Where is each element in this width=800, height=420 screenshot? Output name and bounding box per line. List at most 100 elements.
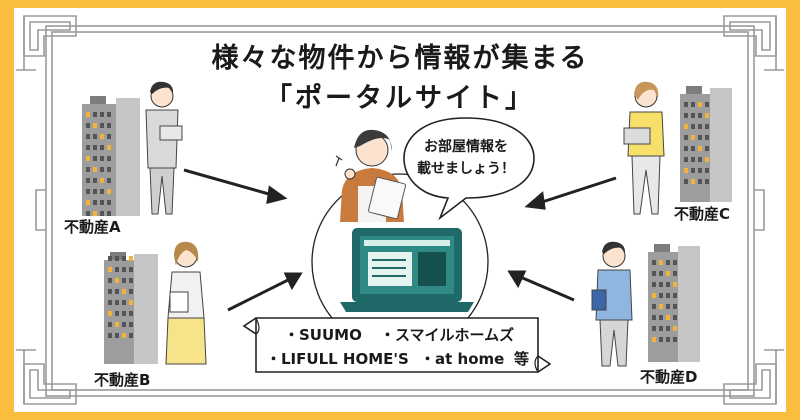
building-window: [652, 271, 656, 276]
building-window: [684, 102, 688, 107]
building-window: [122, 300, 126, 305]
portal-site-lifull: ・LIFULL HOME'S: [266, 350, 409, 368]
building-window: [698, 157, 702, 162]
building-window: [691, 146, 695, 151]
corner-ornament-tr: [723, 15, 784, 71]
side-ornament-right: [754, 189, 765, 231]
speech-bubble-line-1: お部屋情報を: [424, 139, 508, 155]
agent-woman-illustration: [335, 129, 406, 222]
owner-b-woman-illustration: [165, 241, 207, 365]
building-window: [684, 135, 688, 140]
building-window: [666, 271, 670, 276]
building-window: [93, 200, 97, 205]
building-window: [86, 112, 90, 117]
building-window: [705, 102, 709, 107]
building-window: [100, 123, 104, 128]
building-window: [108, 256, 112, 261]
building-window: [108, 300, 112, 305]
building-window: [122, 333, 126, 338]
building-window: [691, 168, 695, 173]
building-window: [684, 168, 688, 173]
owner-d-man-illustration: [591, 241, 633, 367]
building-window: [100, 167, 104, 172]
building-window: [100, 200, 104, 205]
building-window: [652, 337, 656, 342]
building-window: [673, 304, 677, 309]
building-window: [698, 179, 702, 184]
building-window: [652, 326, 656, 331]
building-window: [100, 145, 104, 150]
building-window: [691, 135, 695, 140]
building-window: [93, 211, 97, 216]
building-window: [122, 278, 126, 283]
building-window: [115, 278, 119, 283]
building-window: [93, 156, 97, 161]
building-window: [100, 189, 104, 194]
building-window: [86, 123, 90, 128]
building-window: [107, 211, 111, 216]
laptop-icon: [340, 228, 474, 312]
building-window: [107, 156, 111, 161]
building-window: [122, 322, 126, 327]
building-window: [652, 260, 656, 265]
building-window: [122, 289, 126, 294]
owner-c-woman-illustration: [623, 81, 665, 215]
building-window: [659, 304, 663, 309]
owner-label-b: 不動産B: [94, 371, 151, 389]
owner-a-man-illustration: [145, 81, 183, 215]
building-window: [652, 282, 656, 287]
building-window: [698, 168, 702, 173]
building-window: [100, 134, 104, 139]
building-window: [666, 260, 670, 265]
building-window: [666, 282, 670, 287]
portal-site-etc: 等: [514, 350, 530, 368]
building-window: [107, 178, 111, 183]
portal-site-suumo: ・SUUMO: [284, 326, 362, 344]
building-windows: [86, 102, 709, 342]
building-window: [108, 278, 112, 283]
lattice-frame: [16, 15, 784, 405]
building-window: [86, 134, 90, 139]
building-window: [705, 113, 709, 118]
building-window: [115, 322, 119, 327]
building-window: [129, 311, 133, 316]
corner-ornament-br: [723, 349, 784, 405]
building-window: [698, 124, 702, 129]
building-window: [86, 211, 90, 216]
title-line-1: 様々な物件から情報が集まる: [211, 43, 589, 74]
building-window: [673, 282, 677, 287]
building-window: [107, 189, 111, 194]
building-window: [705, 135, 709, 140]
building-window: [86, 189, 90, 194]
building-window: [129, 278, 133, 283]
building-window: [107, 200, 111, 205]
building-window: [652, 315, 656, 320]
building-window: [673, 315, 677, 320]
building-window: [108, 333, 112, 338]
building-window: [666, 315, 670, 320]
building-window: [659, 326, 663, 331]
building-window: [86, 178, 90, 183]
building-window: [93, 134, 97, 139]
building-window: [86, 167, 90, 172]
building-window: [108, 322, 112, 327]
building-window: [107, 123, 111, 128]
corner-ornament-tl: [16, 15, 77, 71]
building-window: [86, 145, 90, 150]
building-window: [659, 315, 663, 320]
building-window: [684, 124, 688, 129]
side-ornament-left: [35, 189, 46, 231]
building-window: [122, 311, 126, 316]
speech-bubble-icon: [403, 117, 535, 221]
building-window: [666, 304, 670, 309]
building-window: [115, 256, 119, 261]
speech-bubble-line-2: 載せましょう！: [417, 161, 515, 177]
building-window: [93, 167, 97, 172]
building-window: [659, 337, 663, 342]
building-window: [705, 179, 709, 184]
building-window: [691, 124, 695, 129]
building-window: [705, 157, 709, 162]
building-window: [673, 326, 677, 331]
building-window: [698, 113, 702, 118]
